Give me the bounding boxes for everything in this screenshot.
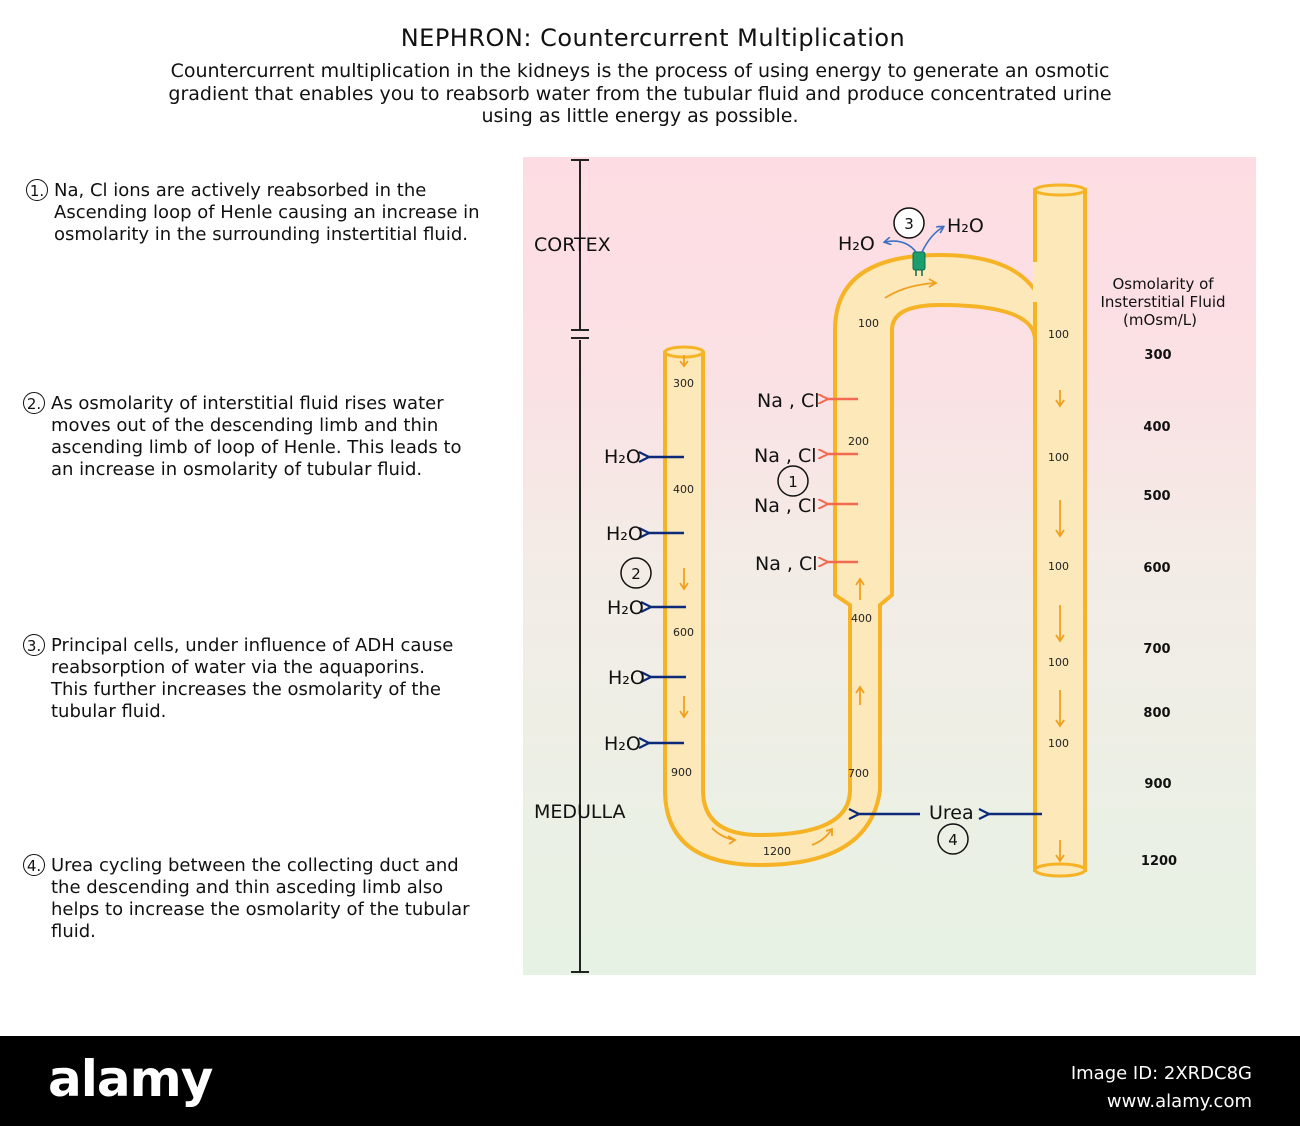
alamy-logo: alamy [48,1050,213,1108]
scale-value: 400 [1143,420,1170,435]
scale-value: 600 [1143,561,1170,576]
water-transport: H₂O H₂O H₂O H₂O H₂O [604,446,686,755]
nacl-label: Na , Cl [754,445,817,467]
footer-bar [0,1036,1300,1126]
step-text-1: Na, Cl ions are actively reabsorbed in t… [54,180,480,245]
step-4: 4. Urea cycling between the collecting d… [23,854,481,943]
medulla-label: MEDULLA [534,801,626,823]
marker-4-circle [937,823,969,855]
interstitial-scale: Osmolarity of Insterstitial Fluid (mOsm/… [1100,275,1225,869]
marker-2: 2 [631,565,641,583]
nacl-label: Na , Cl [754,495,817,517]
descending-value: 400 [673,483,694,496]
scale-title: Osmolarity of [1112,275,1214,293]
image-id: Image ID: 2XRDC8G [1070,1063,1252,1084]
h2o-label: H₂O [838,233,875,255]
ascending-value: 700 [848,767,869,780]
step-text-2: As osmolarity of interstitial fluid rise… [51,393,462,480]
collecting-value: 100 [1048,451,1069,464]
h2o-label: H₂O [607,597,644,619]
nacl-transport: Na , Cl Na , Cl Na , Cl Na , Cl [754,390,858,575]
site-url: www.alamy.com [1106,1091,1252,1112]
step-2: 2. As osmolarity of interstitial fluid r… [23,392,476,481]
urea-label: Urea [929,802,974,824]
scale-value: 1200 [1141,854,1177,869]
step-text-4: Urea cycling between the collecting duct… [51,855,470,942]
descending-value: 600 [673,626,694,639]
loop-bottom-value: 1200 [763,845,791,858]
marker-1: 1 [788,473,798,491]
step-3: 3. Principal cells, under influence of A… [23,634,461,723]
ascending-value: 100 [858,317,879,330]
descending-value: 900 [671,766,692,779]
step-number-2: 2. [23,392,45,414]
step-text-3: Principal cells, under influence of ADH … [51,635,454,722]
marker-2-circle [620,557,652,589]
h2o-label: H₂O [606,523,643,545]
nacl-label: Na , Cl [755,553,818,575]
page-subtitle: Countercurrent multiplication in the kid… [168,60,1112,127]
scale-value: 900 [1144,777,1171,792]
collecting-value: 100 [1048,656,1069,669]
collecting-duct-top [1033,183,1087,197]
collecting-value: 100 [1048,737,1069,750]
step-number-4: 4. [23,854,45,876]
flow-arrows [679,278,1065,863]
marker-3: 3 [904,215,914,233]
h2o-label: H₂O [947,215,984,237]
ascending-value: 400 [851,612,872,625]
scale-value: 700 [1143,642,1170,657]
scale-value: 800 [1143,706,1170,721]
aquaporin-icon: H₂O H₂O [838,215,984,276]
descending-value: 300 [673,377,694,390]
depth-scale [571,159,589,973]
nacl-label: Na , Cl [757,390,820,412]
page-title: NEPHRON: Countercurrent Multiplication [400,24,906,52]
step-number-3: 3. [23,634,45,656]
nephron-diagram: CORTEX MEDULLA 300 400 600 900 1200 700 … [523,157,1256,975]
scale-title: (mOsm/L) [1123,311,1197,329]
ascending-value: 200 [848,435,869,448]
collecting-duct-bottom [1033,862,1087,878]
collecting-value: 100 [1048,560,1069,573]
scale-title: Insterstitial Fluid [1100,293,1225,311]
marker-4: 4 [948,831,958,849]
collecting-value: 100 [1048,328,1069,341]
h2o-label: H₂O [604,733,641,755]
image-id-block: Image ID: 2XRDC8G www.alamy.com [1071,1060,1252,1116]
cortex-label: CORTEX [534,234,611,256]
marker-3-circle [893,207,925,239]
urea-cycling: Urea [858,802,1042,824]
step-1: 1. Na, Cl ions are actively reabsorbed i… [26,179,484,246]
step-number-1: 1. [26,179,48,201]
scale-value: 300 [1144,348,1171,363]
markers: 1 2 3 4 [620,207,969,855]
h2o-label: H₂O [604,446,641,468]
h2o-label: H₂O [608,667,645,689]
scale-value: 500 [1143,489,1170,504]
marker-1-circle [777,465,809,497]
